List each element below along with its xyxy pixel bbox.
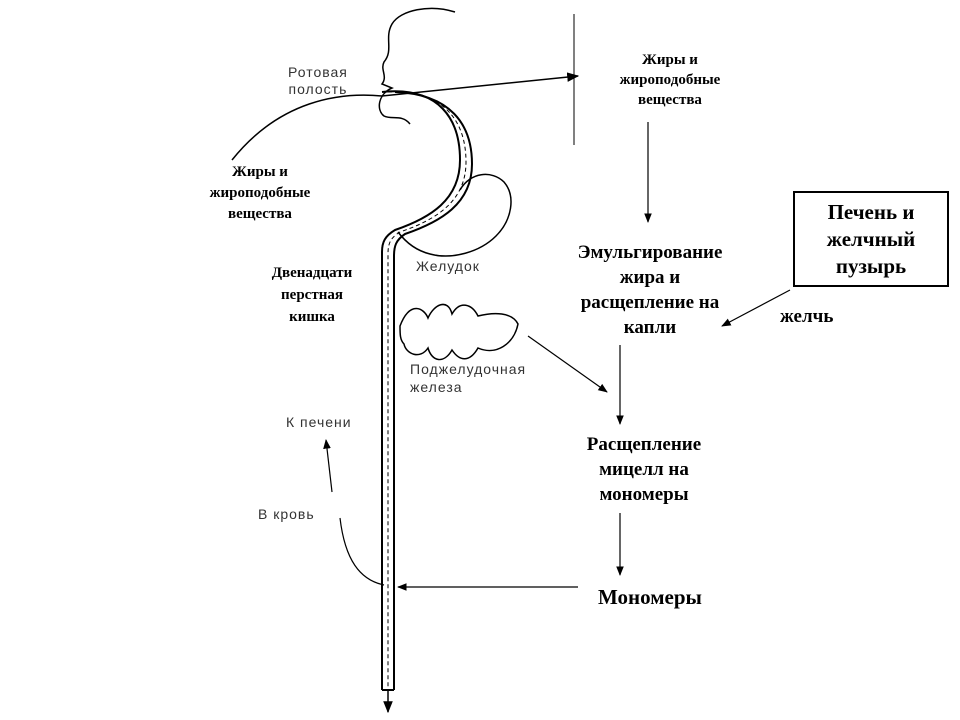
digestive-tube-outer: [381, 90, 462, 690]
head-profile: [378, 7, 456, 125]
to-liver-arrow: [323, 439, 333, 493]
blood-absorption-curve: [339, 517, 385, 586]
label-to-blood: В кровь: [258, 506, 315, 522]
stomach-shape: [397, 173, 512, 257]
bile-arrow: [721, 289, 791, 327]
label-stomach: Желудок: [416, 258, 480, 274]
digestive-tube-dashed: [387, 91, 467, 690]
label-bile: желчь: [780, 306, 834, 327]
label-to-liver: К печени: [286, 414, 352, 430]
pancreas-arrow: [527, 335, 608, 393]
label-monomers: Мономеры: [598, 585, 702, 609]
palate-line: [231, 94, 383, 161]
pancreas-shape: [399, 303, 519, 361]
digestive-tube-inner: [393, 91, 474, 690]
